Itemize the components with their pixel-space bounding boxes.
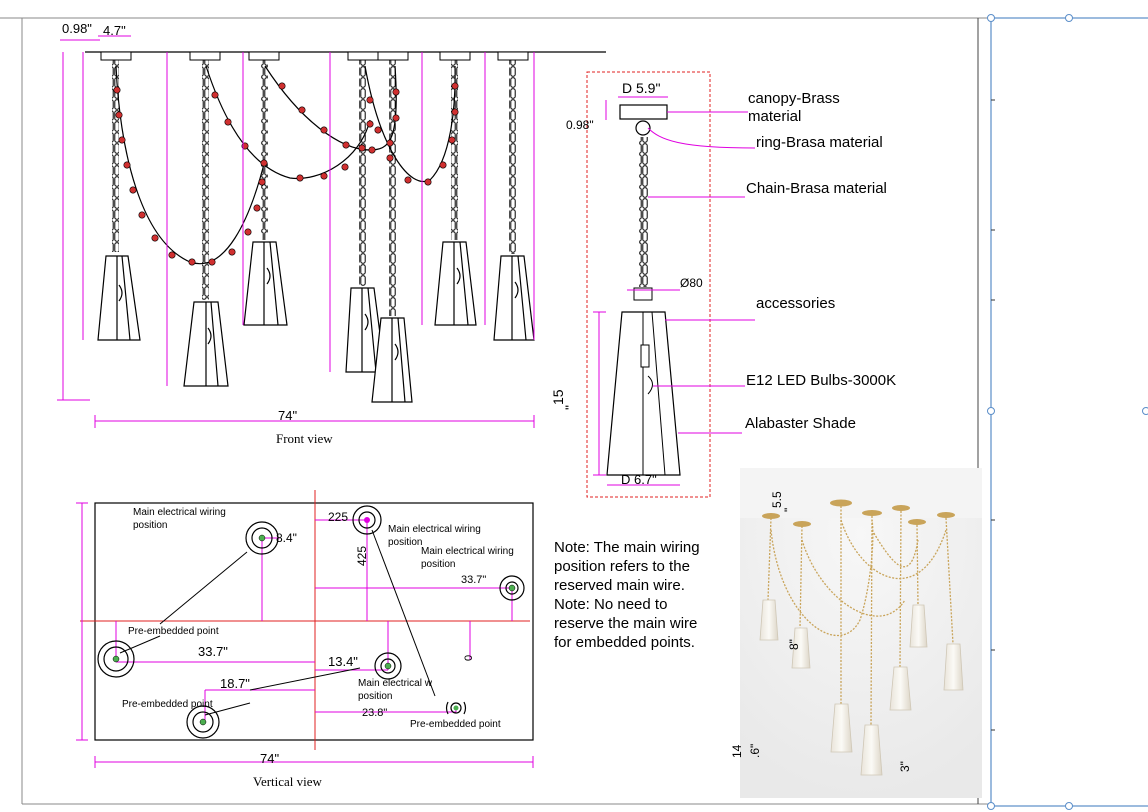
- label-main-wiring-4: Main electrical w: [358, 678, 433, 689]
- resize-handle-mid-right[interactable]: [1142, 407, 1148, 415]
- front-dimensions: [57, 35, 535, 428]
- photo-chains: [767, 506, 954, 726]
- photo-dim-bottom-right: 3": [898, 761, 912, 772]
- dim-13-4: 13.4": [328, 654, 358, 669]
- label-shade: Alabaster Shade: [745, 415, 856, 432]
- note-line-6: for embedded points.: [554, 634, 695, 651]
- dim-33-7-b: 33.7": [198, 644, 228, 659]
- dim-8-4: 8.4": [276, 531, 297, 545]
- front-dim-canopy-width: 4.7": [103, 23, 126, 38]
- photo-dim-top-unit: ": [782, 508, 796, 512]
- dim-425: 425: [355, 546, 369, 566]
- shade-7: [493, 255, 535, 341]
- wiring-point-3: [499, 575, 525, 601]
- resize-handle-top-mid[interactable]: [1065, 14, 1073, 22]
- installation-notes: Note: The main wiring position refers to…: [554, 538, 734, 652]
- front-dim-canopy-height: 0.98": [62, 21, 92, 36]
- plan-points: [97, 505, 525, 739]
- wiring-point-2: [352, 505, 382, 535]
- shade-4: [345, 287, 386, 373]
- photo-dim-top: 5.5: [770, 491, 784, 508]
- label-main-wiring-3b: position: [421, 559, 455, 570]
- resize-handle-mid-left[interactable]: [987, 407, 995, 415]
- wiring-point-1: [245, 521, 279, 555]
- label-main-wiring-3: Main electrical wiring: [421, 546, 514, 557]
- note-line-3: reserved main wire.: [554, 577, 685, 594]
- side-dim-socket: Ø80: [680, 276, 703, 290]
- label-pre-embedded-2: Pre-embedded point: [122, 699, 213, 710]
- side-dim-shade-diameter: D 6.7": [621, 472, 657, 487]
- label-bulbs: E12 LED Bulbs-3000K: [746, 372, 896, 389]
- shade-1: [97, 255, 141, 341]
- embedded-point-3: [445, 701, 467, 715]
- dim-225: 225: [328, 510, 348, 524]
- beads: [113, 82, 459, 266]
- resize-handle-bottom-mid[interactable]: [1065, 802, 1073, 810]
- dim-0: 0: [463, 655, 475, 661]
- plan-dimensions: [76, 502, 534, 768]
- pendant-shades: [97, 241, 535, 403]
- plan-leaders: [119, 529, 436, 716]
- vertical-view: Main electrical wiring position Main ele…: [76, 490, 534, 789]
- embedded-point-1: [97, 640, 135, 678]
- photo-dim-mid: 8": [787, 639, 801, 650]
- side-dim-canopy-diameter: D 5.9": [622, 80, 660, 96]
- label-main-wiring-2: Main electrical wiring: [388, 524, 481, 535]
- photo-shades: [759, 599, 964, 776]
- selection-frame[interactable]: [987, 14, 1148, 810]
- shade-3: [243, 241, 288, 326]
- label-canopy-material: material: [748, 108, 801, 125]
- label-canopy: canopy-Brass: [748, 90, 840, 107]
- label-pre-embedded-1: Pre-embedded point: [128, 626, 219, 637]
- side-dim-shade-height: 15: [550, 389, 566, 405]
- shade-6: [434, 241, 477, 326]
- side-dim-shade-height-unit: ": [562, 405, 578, 410]
- photo-dim-bottom-left: 14: [730, 744, 744, 758]
- reference-lines: [80, 490, 530, 750]
- note-line-1: Note: The main wiring: [554, 539, 700, 556]
- photo-dim-bottom-left-b: .6": [748, 744, 762, 758]
- dim-18-7: 18.7": [220, 676, 250, 691]
- embedded-point-2: [186, 705, 220, 739]
- product-photo: 5.5 " 8" 14 .6" 3": [730, 468, 982, 798]
- shade-2: [183, 301, 229, 387]
- plan-dim-total-width: 74": [260, 751, 279, 766]
- canopies: [100, 51, 529, 61]
- dim-33-7-a: 33.7": [461, 574, 486, 586]
- vertical-view-caption: Vertical view: [253, 774, 323, 789]
- label-pre-embedded-3: Pre-embedded point: [410, 719, 501, 730]
- label-chain: Chain-Brasa material: [746, 180, 887, 197]
- label-accessories: accessories: [756, 295, 835, 312]
- dim-23-8: 23.8": [362, 707, 387, 719]
- label-main-wiring-1: Main electrical wiring: [133, 507, 226, 518]
- label-main-wiring-4b: position: [358, 691, 392, 702]
- note-line-2: position refers to the: [554, 558, 690, 575]
- note-line-5: reserve the main wire: [554, 615, 698, 632]
- label-ring: ring-Brasa material: [756, 134, 883, 151]
- front-dim-total-width: 74": [278, 408, 297, 423]
- resize-handle-top-left[interactable]: [987, 14, 995, 22]
- shade-5: [371, 317, 413, 403]
- front-view-caption: Front view: [276, 431, 333, 446]
- photo-canopies: [762, 499, 955, 527]
- front-view: 0.98" 4.7" 74" Front view: [57, 21, 606, 446]
- side-view: D 5.9" 0.98" Ø80 15 " D 6.7" canopy-Bras…: [550, 71, 896, 498]
- wiring-point-4: [374, 652, 402, 680]
- label-main-wiring-1b: position: [133, 520, 167, 531]
- side-dim-canopy-height: 0.98": [566, 118, 594, 132]
- chains: [112, 60, 516, 316]
- detail-frame: [586, 71, 711, 498]
- note-line-4: Note: No need to: [554, 596, 668, 613]
- resize-handle-bottom-left[interactable]: [987, 802, 995, 810]
- label-main-wiring-2b: position: [388, 537, 422, 548]
